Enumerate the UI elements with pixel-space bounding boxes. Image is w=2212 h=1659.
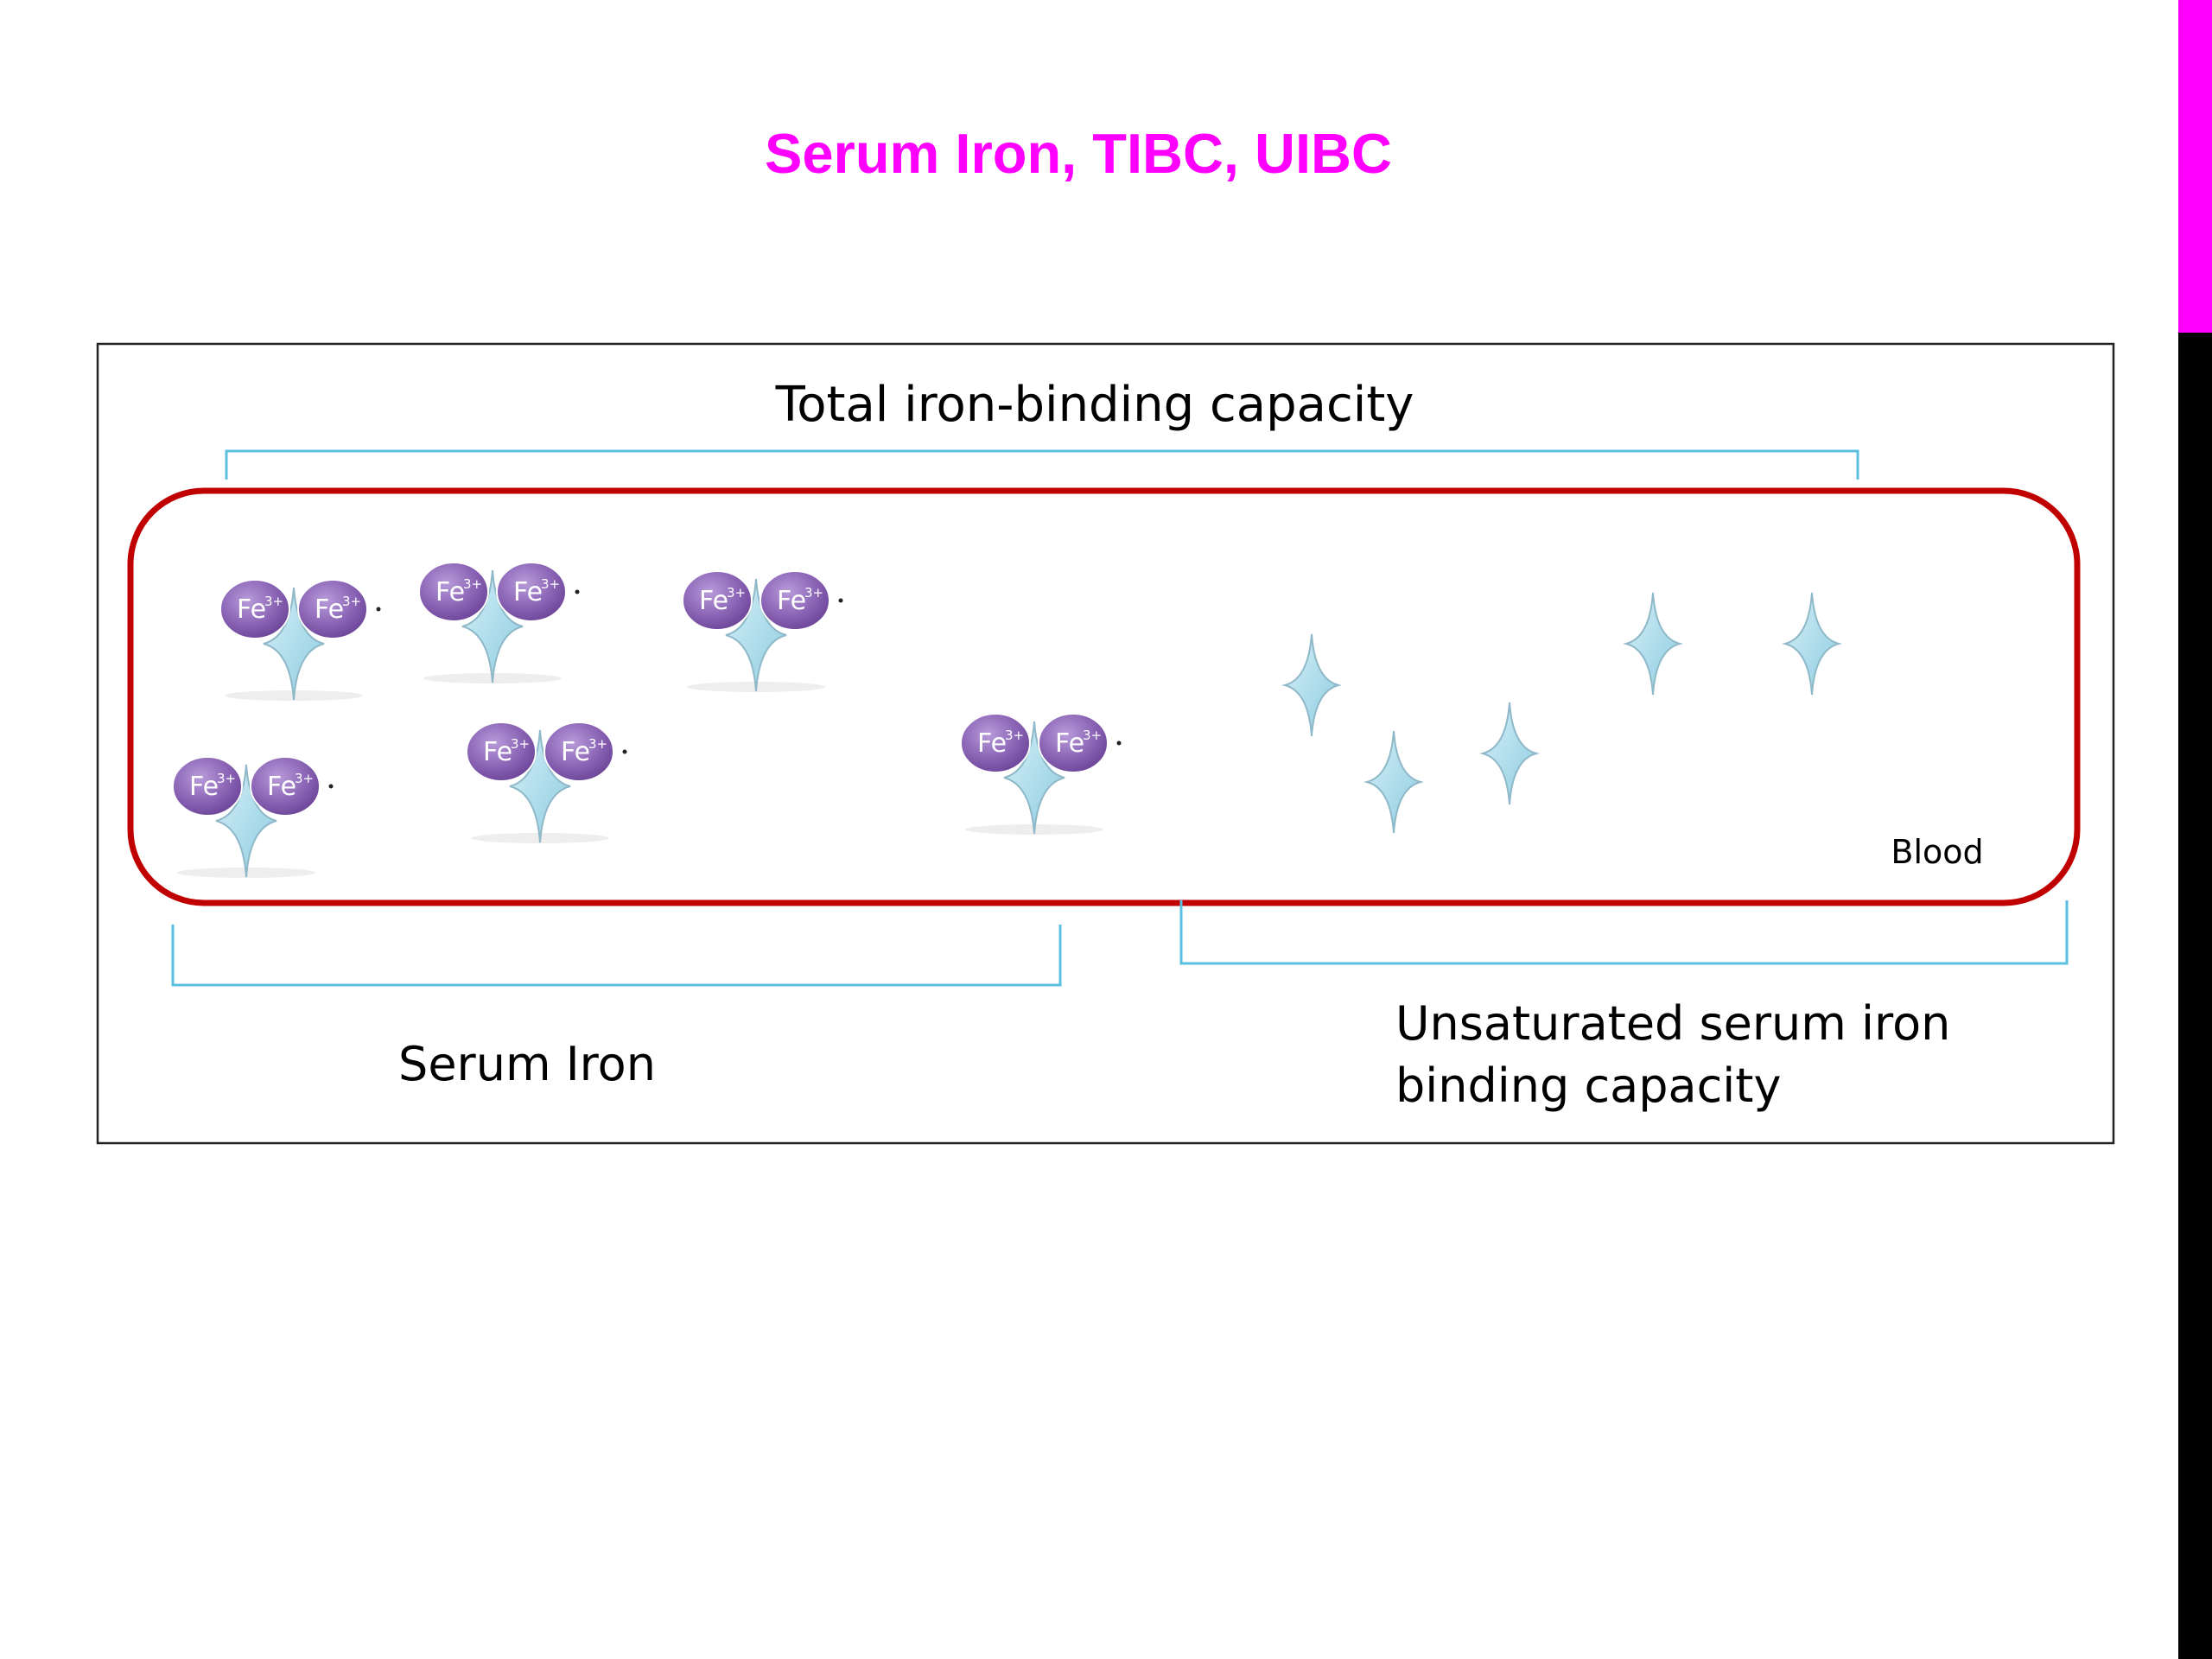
iron-ion-charge: 3+ [588,736,607,752]
iron-ion [297,579,368,639]
iron-ion-charge: 3+ [264,594,283,609]
transferrin-star [1003,721,1065,835]
iron-ion-label: Fe [237,594,266,625]
uibc-label-line2: binding capacity [1395,1058,1781,1113]
transferrin-star [461,569,524,683]
iron-ion-label: Fe [699,586,728,616]
bound-transferrin: Fe3+Fe3+ [418,562,580,683]
iron-ion-label: Fe [977,728,1007,759]
dot [622,749,627,754]
unbound-transferrin [1363,730,1424,834]
iron-ion-label: Fe [435,577,465,607]
unbound-transferrin [1281,633,1342,737]
iron-ion [496,562,567,622]
iron-ion [466,721,537,782]
serum-iron-label: Serum Iron [398,1037,656,1091]
blood-label: Blood [1891,833,1983,871]
iron-ion-label: Fe [1055,728,1084,759]
iron-ion [250,756,321,817]
tibc-bracket [225,449,1859,480]
iron-ion [760,570,830,631]
unbound-transferrin [1479,702,1540,805]
iron-ion-label: Fe [483,737,512,767]
uibc-bracket [1179,900,2069,965]
iron-ion [543,721,614,782]
iron-ion [960,713,1031,773]
bound-transferrin: Fe3+Fe3+ [466,721,627,843]
iron-ion [219,579,290,639]
dot [575,589,580,594]
iron-ion-charge: 3+ [217,771,236,786]
bound-transferrin: Fe3+Fe3+ [682,570,843,692]
dot [838,598,843,603]
iron-ion [682,570,753,631]
iron-ion-label: Fe [189,772,219,802]
transferrin-star [263,587,325,701]
unbound-transferrin [1782,592,1842,696]
transferrin-star [509,729,571,843]
uibc-label-line1: Unsaturated serum iron [1395,996,1950,1051]
iron-ion-label: Fe [777,586,806,616]
iron-ion-charge: 3+ [342,594,361,609]
iron-ion-charge: 3+ [295,771,314,786]
iron-ion [1038,713,1109,773]
iron-ion-charge: 3+ [511,736,530,752]
side-accent-bar [2178,0,2212,333]
iron-ion [418,562,489,622]
slide-title: Serum Iron, TIBC, UIBC [765,122,1392,185]
bound-transferrin: Fe3+Fe3+ [960,713,1122,835]
transferrin-star [215,764,277,878]
figure-frame [96,342,2115,1145]
iron-ion-label: Fe [561,737,590,767]
unbound-transferrin-group [1281,592,1842,834]
iron-ion-label: Fe [267,772,296,802]
iron-ion-label: Fe [513,577,543,607]
blood-compartment [127,487,2081,906]
dot [328,784,334,789]
iron-ion-charge: 3+ [1083,728,1102,743]
iron-ion-charge: 3+ [727,585,746,601]
iron-ion-label: Fe [315,594,344,625]
dot [376,607,381,612]
iron-ion [172,756,243,817]
bound-transferrin: Fe3+Fe3+ [172,756,334,878]
iron-ion-charge: 3+ [1005,728,1024,743]
iron-ion-charge: 3+ [463,576,482,592]
iron-ion-charge: 3+ [804,585,823,601]
tibc-label: Total iron-binding capacity [775,377,1414,433]
serum-iron-bracket [171,925,1062,987]
transferrin-star [725,578,787,692]
bound-transferrin: Fe3+Fe3+ [219,579,381,701]
iron-ion-charge: 3+ [541,576,560,592]
unbound-transferrin [1623,592,1683,696]
dot [1116,741,1122,746]
bound-transferrin-group: Fe3+Fe3+Fe3+Fe3+Fe3+Fe3+Fe3+Fe3+Fe3+Fe3+… [172,562,1122,878]
